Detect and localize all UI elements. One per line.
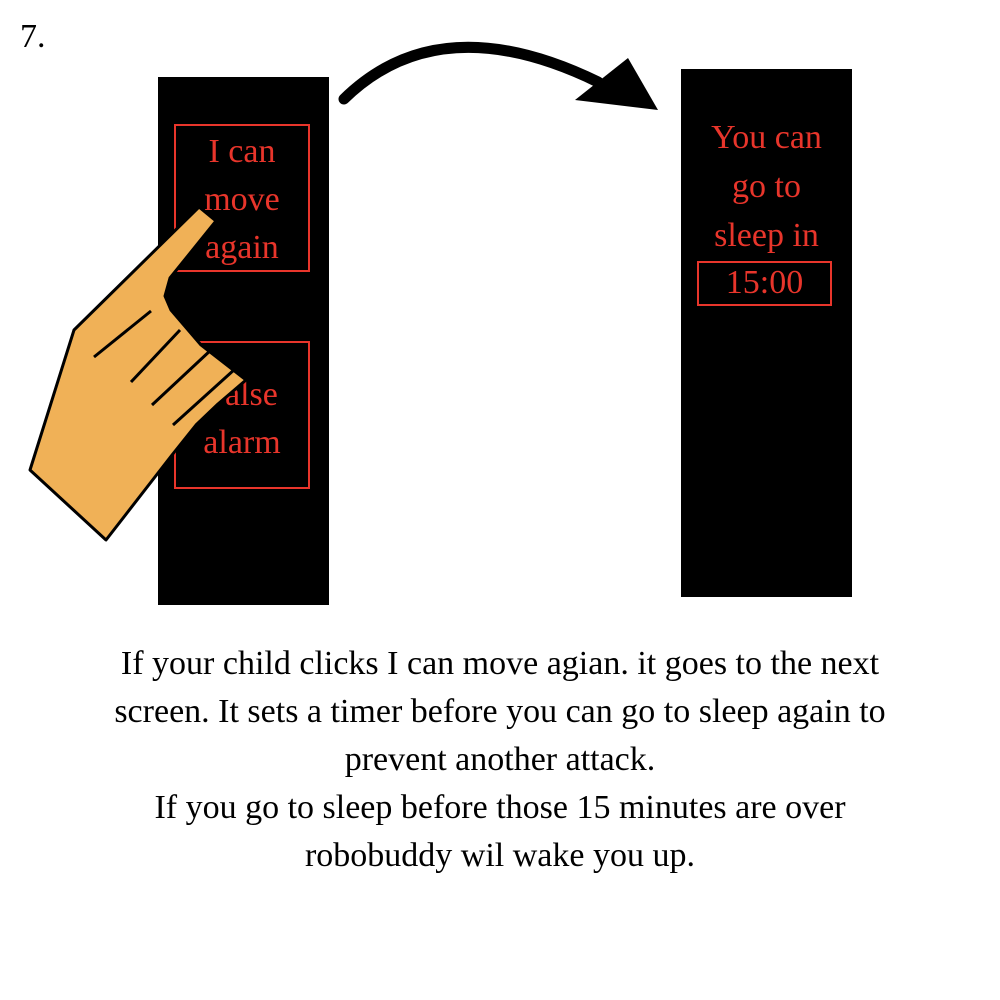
- move-again-label-line: again: [205, 229, 279, 266]
- sleep-message-line: go to: [732, 168, 801, 205]
- caption-line: If you go to sleep before those 15 minut…: [154, 789, 846, 826]
- caption: If your child clicks I can move agian. i…: [30, 640, 970, 880]
- move-again-label-line: I can: [208, 133, 276, 170]
- caption-line: prevent another attack.: [344, 741, 656, 778]
- move-again-button[interactable]: I can move again: [174, 124, 310, 272]
- pointing-hand-icon: [28, 205, 248, 542]
- step-number: 7.: [20, 18, 46, 55]
- false-alarm-label-line: alarm: [203, 424, 281, 461]
- sleep-message: You can go to sleep in: [681, 113, 852, 260]
- right-phone-screen: You can go to sleep in 15:00: [681, 69, 852, 597]
- curved-arrow-icon: [338, 41, 658, 110]
- left-phone-screen: I can move again False alarm: [158, 77, 329, 605]
- sleep-message-line: sleep in: [714, 217, 819, 254]
- sleep-timer: 15:00: [697, 261, 832, 306]
- move-again-label-line: move: [204, 181, 280, 218]
- caption-line: If your child clicks I can move agian. i…: [120, 645, 880, 682]
- caption-line: robobuddy wil wake you up.: [304, 837, 695, 874]
- sleep-message-line: You can: [711, 119, 822, 156]
- caption-line: screen. It sets a timer before you can g…: [114, 693, 886, 730]
